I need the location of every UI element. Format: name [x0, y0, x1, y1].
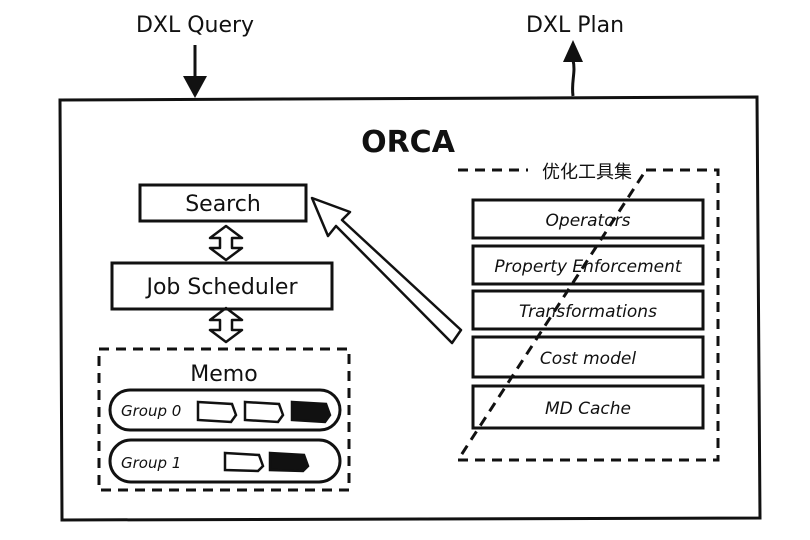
group-expression-filled-icon — [268, 451, 310, 473]
toolkit-item-label: Property Enforcement — [494, 257, 683, 277]
toolkit-item-label: Operators — [546, 211, 631, 231]
toolkit-item-transformations — [471, 289, 705, 331]
group-expression-icon — [243, 400, 285, 424]
dxl-query-label: DXL Query — [136, 13, 254, 38]
toolkit-item-operators — [471, 198, 705, 240]
toolkit-container — [455, 168, 720, 462]
memo-group: Group 0 — [108, 388, 342, 432]
query-arrow — [183, 45, 207, 98]
plan-arrow — [563, 40, 583, 97]
group-label: Group 1 — [121, 454, 181, 472]
toolkit-item-label: Transformations — [519, 302, 657, 322]
bidirectional-arrow-icon — [208, 306, 244, 344]
orca-title: ORCA — [361, 125, 456, 160]
toolkit-item-md-cache — [471, 384, 705, 430]
toolkit-to-search-arrow — [310, 196, 463, 345]
toolkit-title: 优化工具集 — [542, 162, 632, 183]
memo-title: Memo — [190, 362, 257, 387]
orca-container — [58, 95, 762, 522]
memo-container — [97, 347, 351, 492]
toolkit-item-cost-model — [471, 335, 705, 379]
group-expression-icon — [223, 451, 265, 473]
toolkit-item-label: Cost model — [540, 349, 636, 369]
toolkit-item-label: MD Cache — [545, 399, 631, 419]
group-label: Group 0 — [121, 402, 181, 420]
memo-group: Group 1 — [108, 438, 342, 484]
group-expression-filled-icon — [290, 400, 332, 424]
search-label: Search — [185, 192, 261, 217]
job-scheduler-box — [110, 261, 334, 311]
job-scheduler-label: Job Scheduler — [144, 275, 298, 300]
bidirectional-arrow-icon — [208, 224, 244, 262]
search-box — [138, 183, 308, 223]
toolkit-item-property-enforcement — [471, 244, 705, 286]
group-expression-icon — [196, 400, 238, 424]
dxl-plan-label: DXL Plan — [526, 13, 624, 38]
